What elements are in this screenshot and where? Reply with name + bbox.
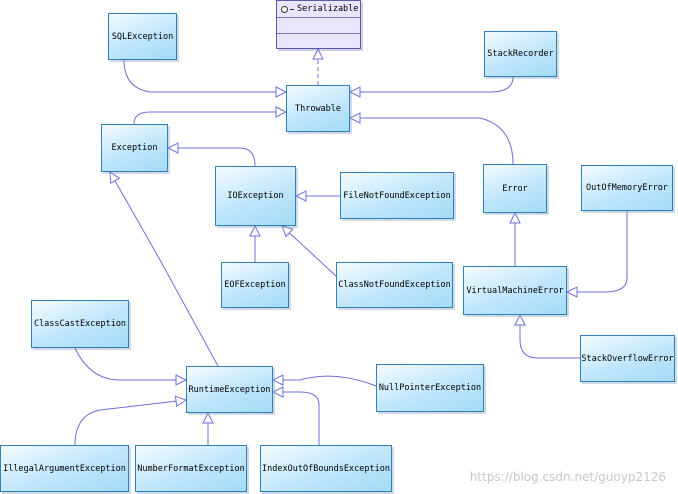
edge-indexoob-runtime [273,392,320,445]
class-ioexception[interactable]: IOException [215,166,296,226]
class-classnotfoundexception[interactable]: ClassNotFoundException [336,262,453,308]
serializable-interface[interactable]: Serializable [276,0,361,49]
class-filenotfoundexception[interactable]: FileNotFoundException [340,172,454,219]
class-exception[interactable]: Exception [101,124,168,172]
edge-exception-throwable [133,112,286,125]
interface-lollipop-icon [281,5,288,13]
class-numberformatexception[interactable]: NumberFormatException [135,445,247,492]
edge-ioexception-exception [168,148,256,167]
edge-nullpointer-runtime [273,376,377,387]
class-classcastexception[interactable]: ClassCastException [31,300,129,348]
edge-error-throwable [350,118,514,165]
class-error[interactable]: Error [483,164,547,213]
edge-oom-vmerror [567,211,628,292]
class-virtualmachineerror[interactable]: VirtualMachineError [463,266,567,315]
edge-stackoverflow-vmerror [520,315,580,359]
edge-classcast-runtime [74,347,186,380]
class-runtimeexception[interactable]: RuntimeException [186,366,273,413]
edge-classnotfound-ioexception [282,226,337,277]
edge-illegalarg-runtime [74,400,186,446]
edge-sqlexception-throwable [123,59,286,92]
edge-stackrecorder-throwable [350,76,514,92]
serializable-label: Serializable [297,4,359,14]
edge-runtime-exception [110,172,219,367]
class-throwable[interactable]: Throwable [286,85,350,132]
class-sqlexception[interactable]: SQLException [108,13,177,60]
class-illegalargumentexception[interactable]: IllegalArgumentException [0,445,129,492]
class-stackoverflowerror[interactable]: StackOverflowError [580,335,675,382]
class-indexoutofboundsexception[interactable]: IndexOutOfBoundsException [260,445,392,492]
class-outofmemoryerror[interactable]: OutOfMemoryError [581,165,673,211]
watermark: https://blog.csdn.net/guoyp2126 [469,470,666,484]
class-eofexception[interactable]: EOFException [221,262,289,308]
class-nullpointerexception[interactable]: NullPointerException [376,364,484,412]
class-stackrecorder[interactable]: StackRecorder [484,31,557,77]
